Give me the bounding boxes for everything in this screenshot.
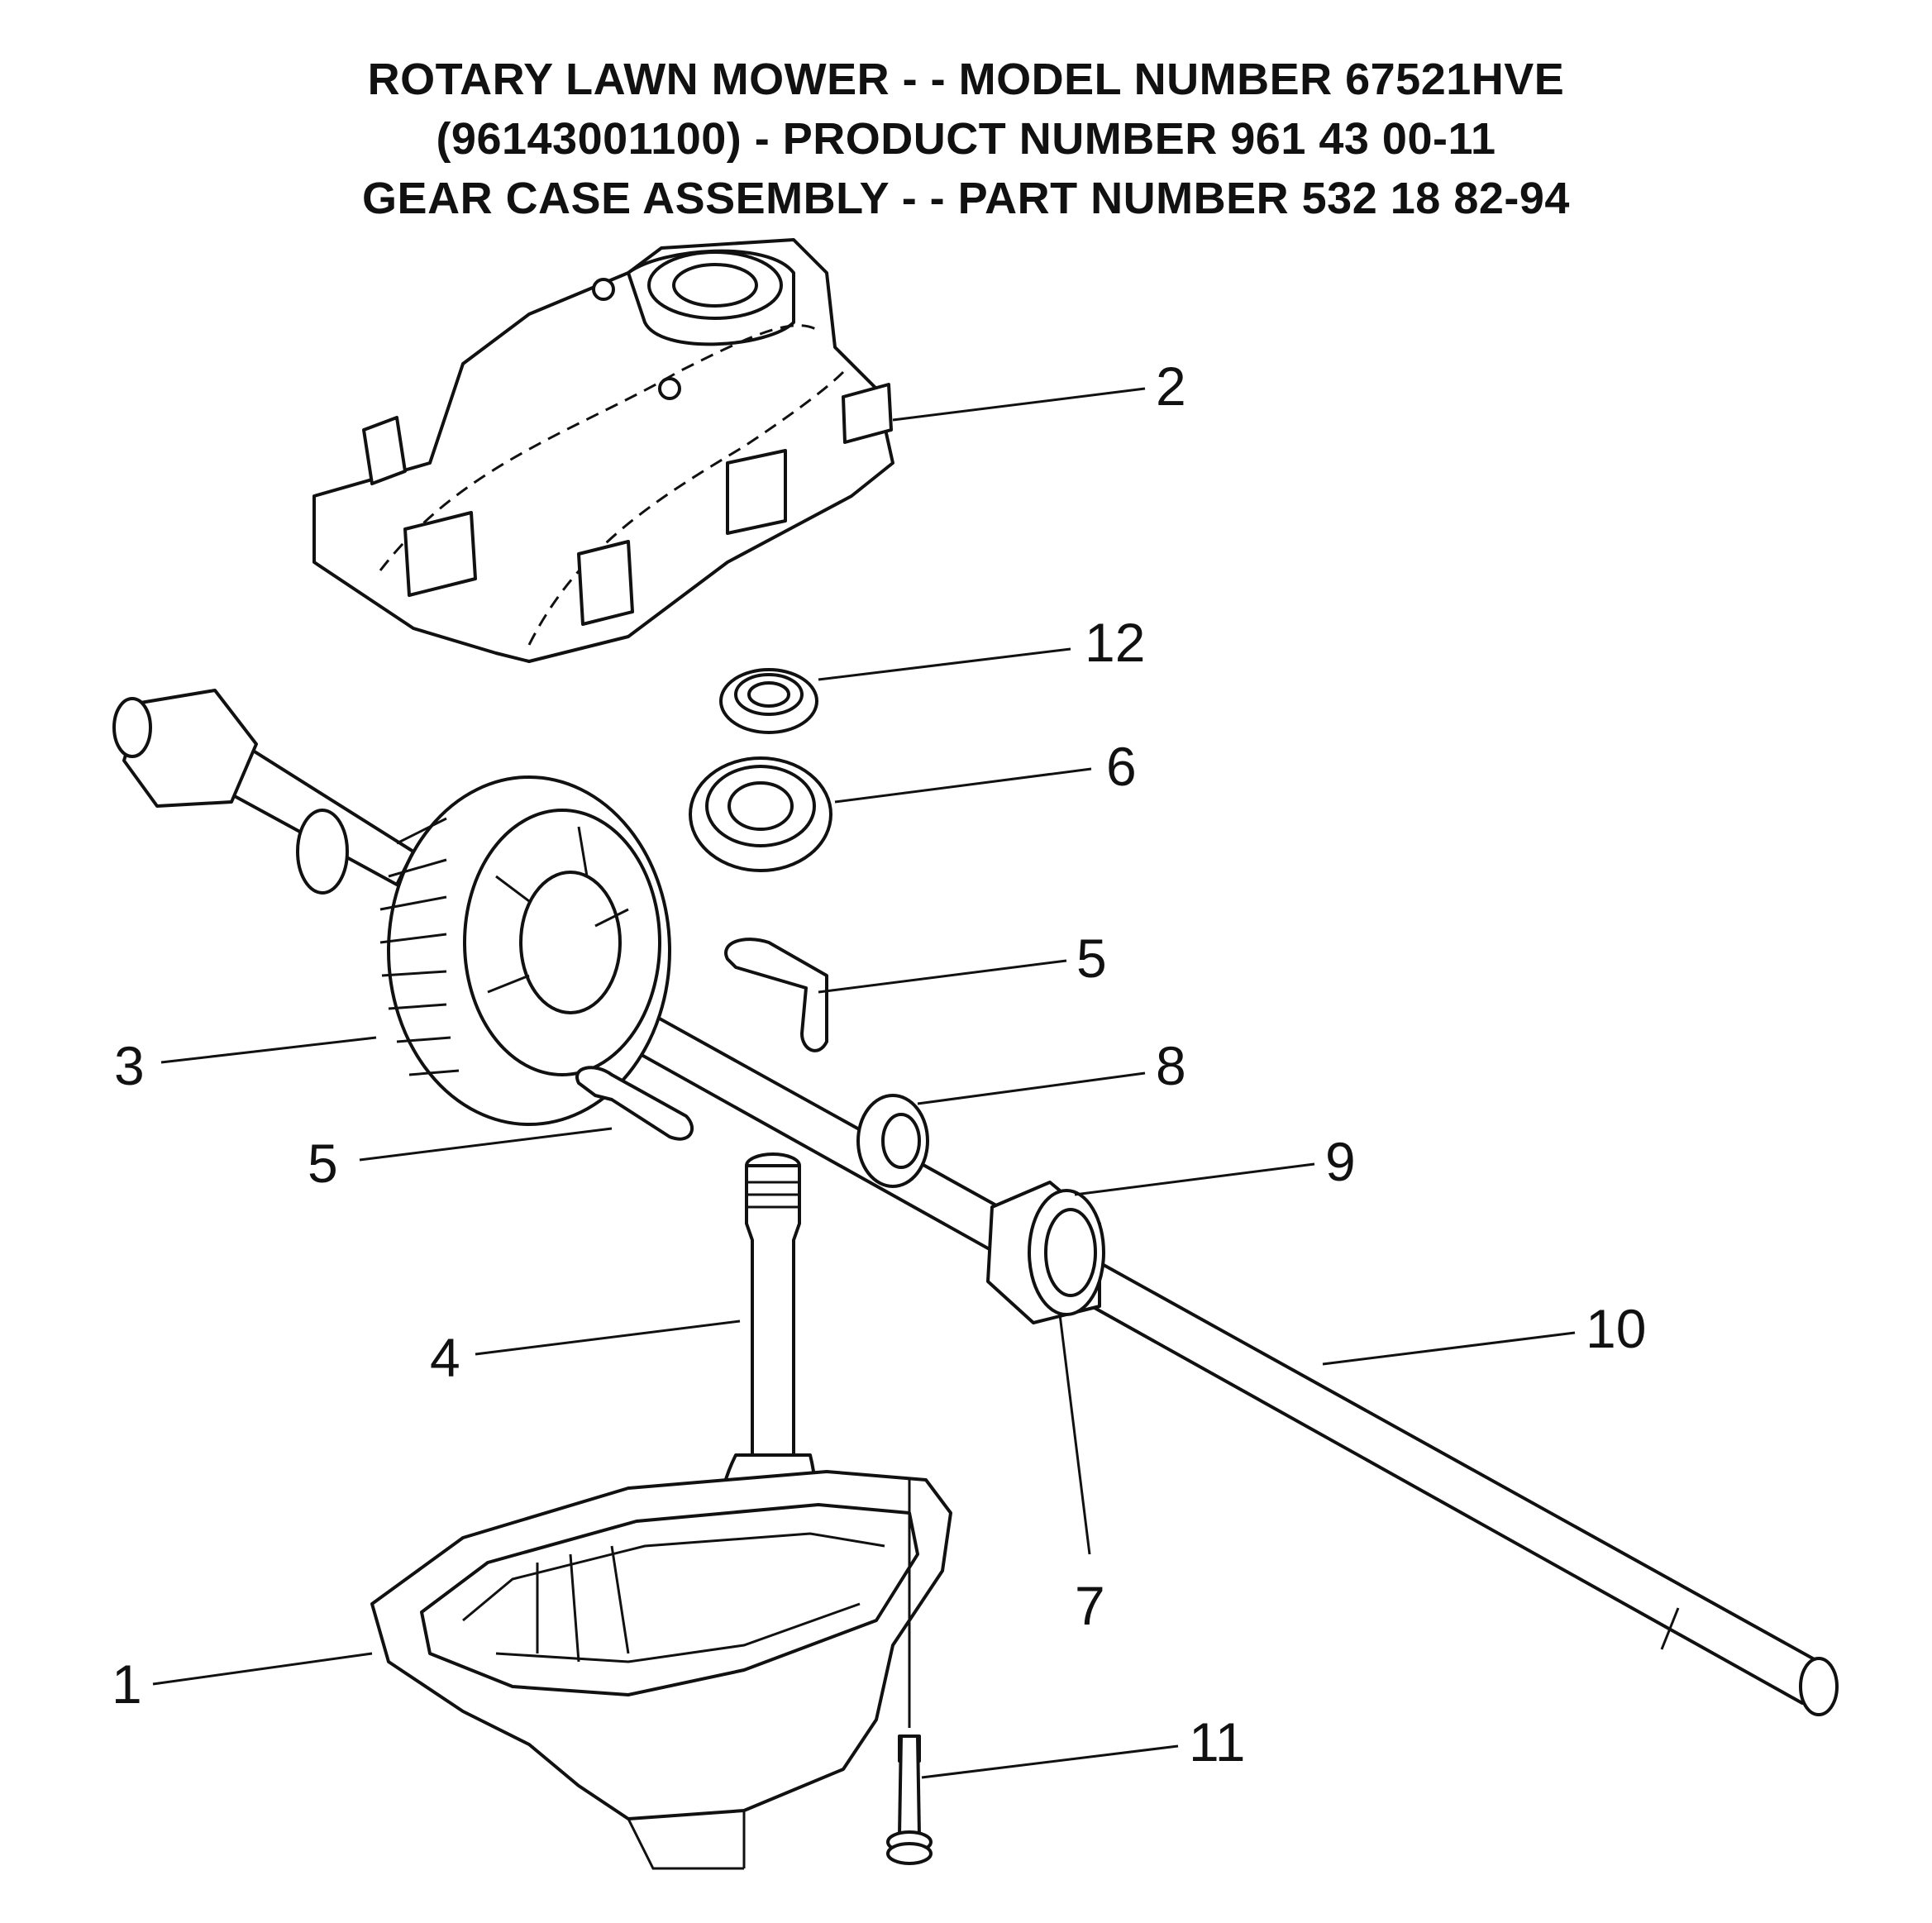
bearing-small-part (719, 668, 818, 734)
callout-8: 8 (1156, 1035, 1186, 1096)
callout-5-lower: 5 (308, 1133, 338, 1194)
leader-line-2 (892, 387, 1146, 422)
diagram-header: ROTARY LAWN MOWER - - MODEL NUMBER 67521… (0, 50, 1932, 228)
leader-line-6 (834, 767, 1092, 804)
callout-11: 11 (1189, 1711, 1246, 1773)
pin-lower-part (575, 1066, 694, 1141)
callout-10: 10 (1586, 1298, 1646, 1359)
callout-6: 6 (1106, 736, 1137, 797)
callout-12: 12 (1085, 612, 1145, 673)
leader-line-4 (475, 1319, 741, 1356)
leader-lines (152, 387, 1576, 1779)
gear-case-cover-part (312, 238, 894, 663)
leader-line-8 (917, 1071, 1146, 1105)
header-line-1: ROTARY LAWN MOWER - - MODEL NUMBER 67521… (0, 50, 1932, 109)
callout-1: 1 (112, 1653, 142, 1715)
callout-7: 7 (1075, 1575, 1105, 1636)
callout-5-upper: 5 (1076, 928, 1107, 989)
helical-gear-part (379, 775, 671, 1126)
model-number: 67521HVE (1345, 55, 1565, 104)
bearing-large-part (689, 756, 832, 872)
callout-9: 9 (1325, 1131, 1356, 1192)
leader-line-12 (818, 647, 1071, 681)
screw-part (886, 1480, 933, 1865)
callout-3: 3 (114, 1035, 145, 1096)
callout-4: 4 (430, 1327, 460, 1388)
header-line-1-prefix: ROTARY LAWN MOWER - - MODEL NUMBER (367, 55, 1346, 104)
bushing-part (986, 1181, 1105, 1324)
header-line-2: (96143001100) - PRODUCT NUMBER 961 43 00… (436, 114, 1496, 164)
washer-part (856, 1094, 929, 1188)
leader-line-10 (1322, 1331, 1576, 1366)
leader-line-9 (1074, 1162, 1315, 1196)
axle-left-end-part (112, 689, 415, 895)
pin-upper-part (724, 938, 828, 1052)
leader-line-1 (152, 1652, 373, 1686)
leader-line-5a (818, 959, 1067, 994)
leader-line-3 (160, 1036, 377, 1064)
leader-line-7 (1058, 1314, 1091, 1555)
leader-line-5b (359, 1127, 613, 1162)
callout-2: 2 (1156, 355, 1186, 417)
gear-case-base-part (370, 1470, 952, 1870)
leader-line-11 (921, 1744, 1179, 1779)
header-line-3: GEAR CASE ASSEMBLY - - PART NUMBER 532 1… (362, 174, 1570, 223)
